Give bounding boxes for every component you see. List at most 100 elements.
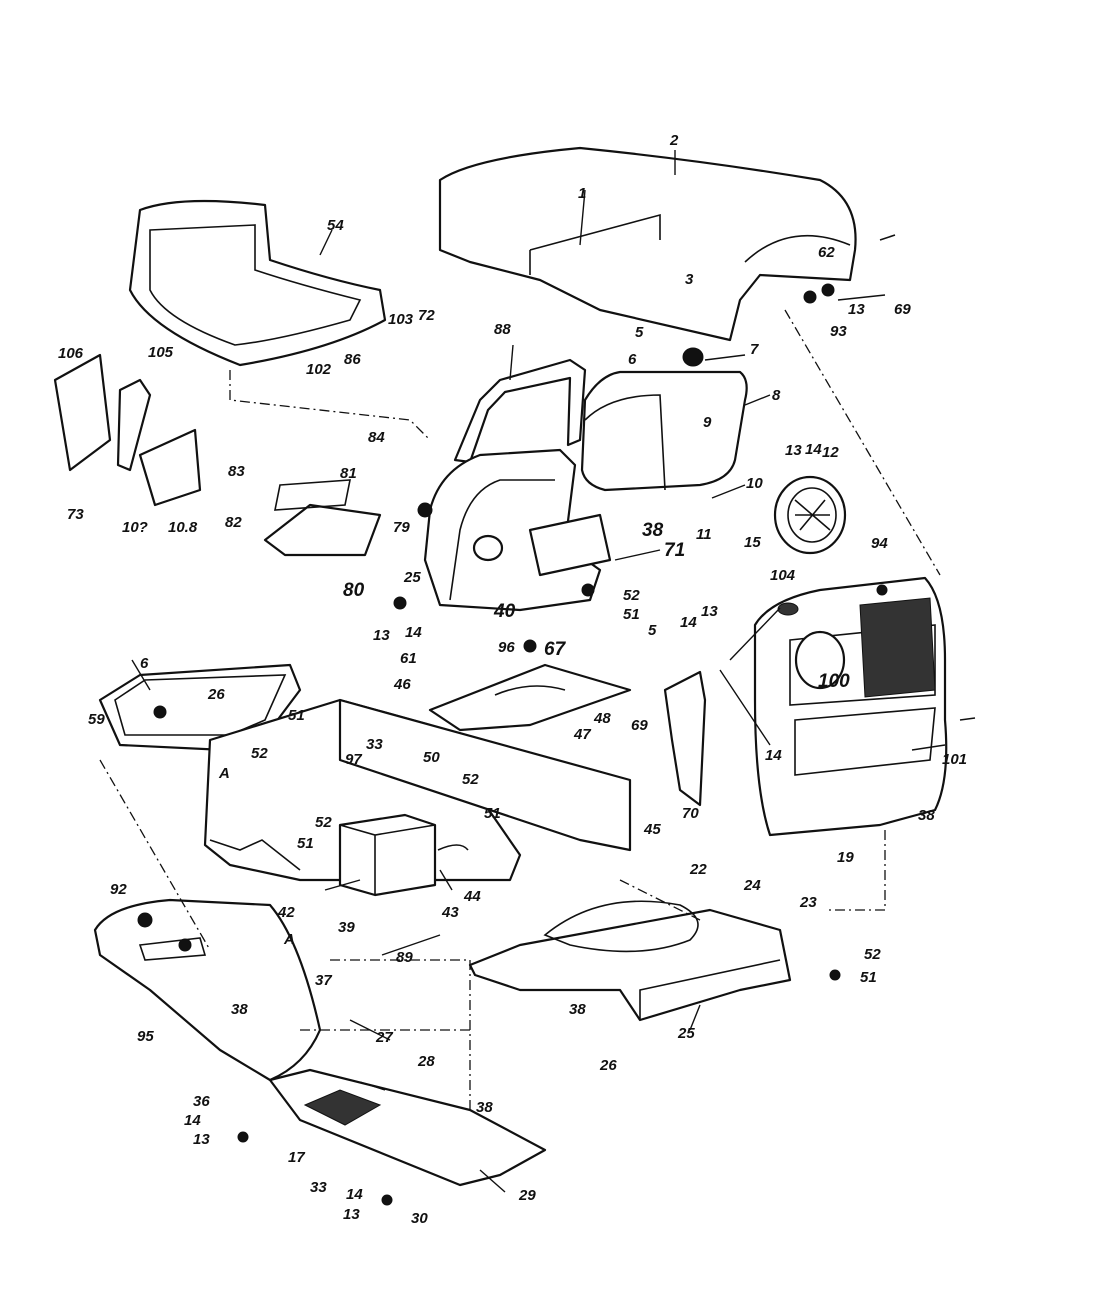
callout-51-label: 51 <box>623 606 640 623</box>
callout-27-label: 27 <box>376 1029 393 1046</box>
callout-52-label: 52 <box>251 745 268 762</box>
callout-14-label: 14 <box>765 747 782 764</box>
callout-69-label: 69 <box>894 301 911 318</box>
callout-13-label: 13 <box>193 1131 210 1148</box>
callout-33-label: 33 <box>310 1179 327 1196</box>
callout-47-label: 47 <box>574 726 591 743</box>
footrest-plate-part <box>428 663 632 732</box>
callout-39-label: 39 <box>338 919 355 936</box>
callout-69-label: 69 <box>631 717 648 734</box>
callout-51-label: 51 <box>484 805 501 822</box>
callout-2-label: 2 <box>670 132 679 149</box>
shift-lever-part <box>53 353 202 507</box>
callout-92-label: 92 <box>110 881 127 898</box>
callout-97-label: 97 <box>345 751 362 768</box>
callout-6-label: 6 <box>628 351 637 368</box>
callout-25-label: 25 <box>678 1025 695 1042</box>
callout-51-label: 51 <box>860 969 877 986</box>
callout-88-label: 88 <box>494 321 511 338</box>
callout-102-label: 102 <box>306 361 332 378</box>
callout-108-label: 10.8 <box>168 519 198 536</box>
callout-51-label: 51 <box>288 707 305 724</box>
callout-61-label: 61 <box>400 650 417 667</box>
callout-54-label: 54 <box>327 217 344 234</box>
callout-A-label: A <box>219 765 230 782</box>
callout-93-label: 93 <box>830 323 847 340</box>
callout-13-label: 13 <box>343 1206 360 1223</box>
footrest-part <box>93 898 322 1082</box>
callout-45-label: 45 <box>644 821 661 838</box>
callout-13-label: 13 <box>848 301 865 318</box>
callout-14-label: 14 <box>184 1112 201 1129</box>
callout-94-label: 94 <box>871 535 888 552</box>
callout-19-label: 19 <box>837 849 854 866</box>
callout-89-label: 89 <box>396 949 413 966</box>
step-plate-part <box>268 1068 547 1187</box>
callout-72-label: 72 <box>418 307 435 324</box>
callout-8-label: 8 <box>772 387 781 404</box>
callout-9-label: 9 <box>703 414 712 431</box>
callout-22-label: 22 <box>690 861 707 878</box>
callout-48-label: 48 <box>594 710 611 727</box>
callout-37-label: 37 <box>315 972 332 989</box>
callout-82-label: 82 <box>225 514 242 531</box>
callout-23-label: 23 <box>800 894 817 911</box>
callout-52-label: 52 <box>462 771 479 788</box>
callout-6-label: 6 <box>140 655 149 672</box>
mounting-bracket-part <box>263 479 382 557</box>
callout-25-label: 25 <box>404 569 421 586</box>
callout-13-label: 13 <box>373 627 390 644</box>
callout-10-label: 10? <box>122 519 148 536</box>
callout-3-label: 3 <box>685 271 694 288</box>
callout-13-label: 13 <box>785 442 802 459</box>
callout-52-label: 52 <box>315 814 332 831</box>
callout-14-label: 14 <box>680 614 697 631</box>
callout-38-label: 38 <box>231 1001 248 1018</box>
callout-106-label: 106 <box>58 345 84 362</box>
callout-104-label: 104 <box>770 567 796 584</box>
callout-103-label: 103 <box>388 311 414 328</box>
callout-46-label: 46 <box>394 676 411 693</box>
callout-30-label: 30 <box>411 1210 428 1227</box>
callout-38-label: 38 <box>642 520 664 541</box>
callout-50-label: 50 <box>423 749 440 766</box>
callout-7-label: 7 <box>750 341 759 358</box>
callout-52-label: 52 <box>864 946 881 963</box>
callout-59-label: 59 <box>88 711 105 728</box>
steering-bracket-part <box>453 358 587 464</box>
callout-14-label: 14 <box>405 624 422 641</box>
callout-13-label: 13 <box>701 603 718 620</box>
callout-26-label: 26 <box>208 686 225 703</box>
headlight-part <box>773 475 847 555</box>
callout-86-label: 86 <box>344 351 361 368</box>
callout-83-label: 83 <box>228 463 245 480</box>
callout-10-label: 10 <box>746 475 763 492</box>
callout-43-label: 43 <box>442 904 459 921</box>
callout-81-label: 81 <box>340 465 357 482</box>
hood-part <box>438 146 857 342</box>
main-frame-part <box>468 900 792 1022</box>
fasteners <box>237 234 976 1206</box>
callout-84-label: 84 <box>368 429 385 446</box>
callout-A-label: A <box>284 931 295 948</box>
callout-105-label: 105 <box>148 344 174 361</box>
assembly-lines <box>99 309 941 1110</box>
callout-38-label: 38 <box>569 1001 586 1018</box>
seat-part <box>128 199 387 367</box>
callout-33-label: 33 <box>366 736 383 753</box>
callout-95-label: 95 <box>137 1028 154 1045</box>
callout-28-label: 28 <box>418 1053 435 1070</box>
callout-14-label: 14 <box>805 441 822 458</box>
callout-52-label: 52 <box>623 587 640 604</box>
callout-70-label: 70 <box>682 805 699 822</box>
callout-5-label: 5 <box>648 622 657 639</box>
callout-15-label: 15 <box>744 534 761 551</box>
callout-24-label: 24 <box>744 877 761 894</box>
callout-96-label: 96 <box>498 639 515 656</box>
callout-101-label: 101 <box>942 751 968 768</box>
callout-71-label: 71 <box>664 540 686 561</box>
support-bracket-part <box>663 670 707 807</box>
callout-26-label: 26 <box>600 1057 617 1074</box>
callout-79-label: 79 <box>393 519 410 536</box>
